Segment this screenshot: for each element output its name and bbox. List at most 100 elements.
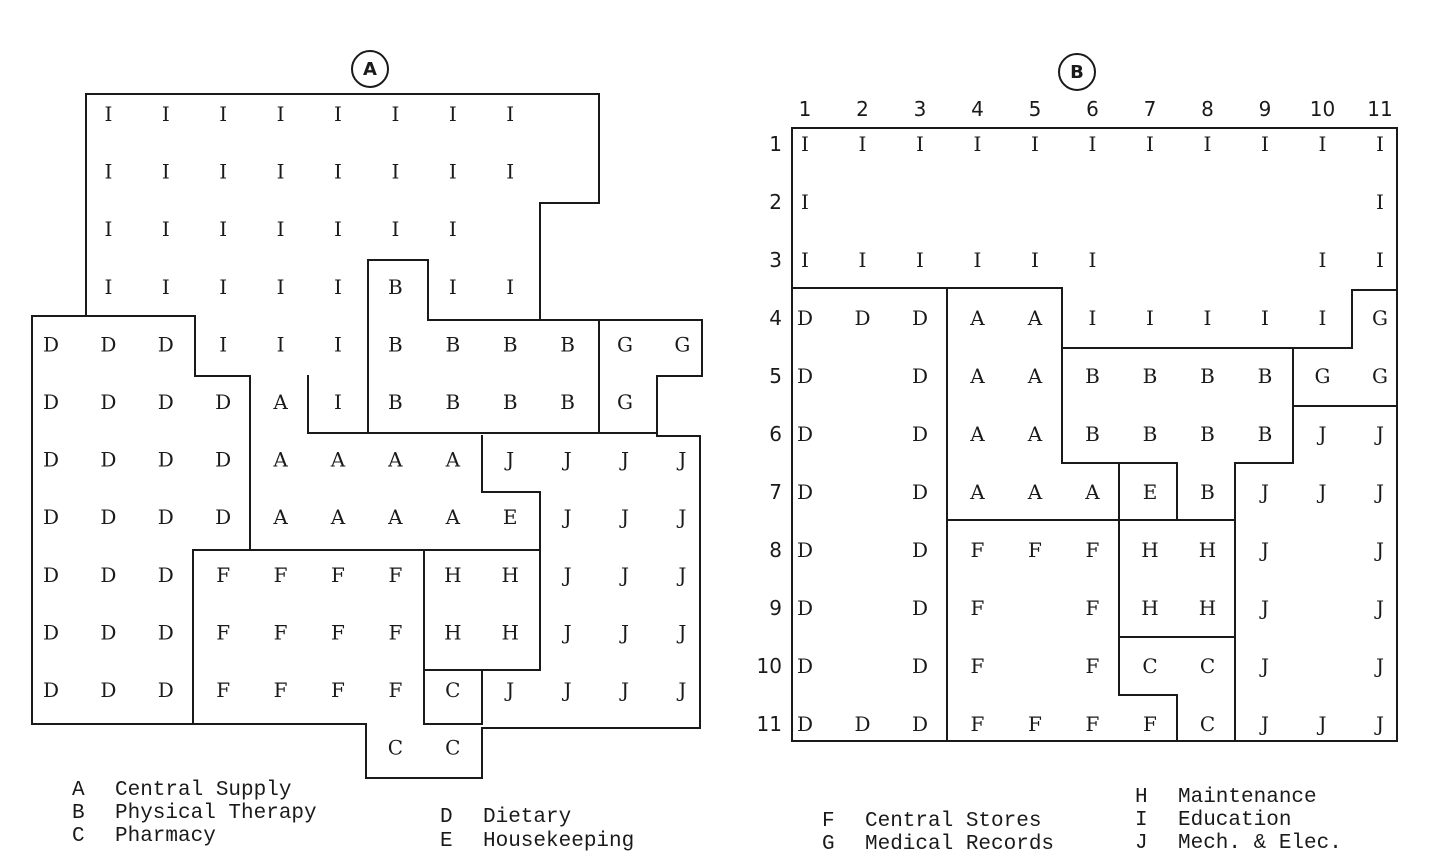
plan-b-cell: A <box>1027 364 1043 388</box>
legend-code: I <box>1135 809 1148 832</box>
plan-a-cell: F <box>216 620 230 644</box>
plan-a-cell: I <box>334 275 342 299</box>
plan-b-column-number: 7 <box>1144 97 1157 121</box>
plan-b-cell: J <box>1259 538 1269 562</box>
legend-code: E <box>440 830 453 853</box>
plan-a-cell: D <box>158 563 174 587</box>
plan-a-cell: I <box>334 160 342 184</box>
legend-code: C <box>72 825 85 848</box>
plan-b-cell: A <box>1027 306 1043 330</box>
plan-b-cell: B <box>1143 364 1158 388</box>
plan-a-cell: B <box>560 390 575 414</box>
plan-a-wall-maintenance <box>423 435 541 671</box>
plan-a-cell: I <box>506 275 514 299</box>
plan-b-cell: D <box>797 596 813 620</box>
plan-b-cell: J <box>1259 654 1269 678</box>
plan-a-cell: D <box>215 390 231 414</box>
legend-name: Mech. & Elec. <box>1178 832 1342 855</box>
plan-a-cell: D <box>43 678 59 702</box>
plan-b-cell: I <box>801 248 809 272</box>
plan-a-cell: I <box>219 160 227 184</box>
plan-b-cell: I <box>1376 132 1384 156</box>
plan-b-column-number: 2 <box>856 97 869 121</box>
plan-b-cell: D <box>912 364 928 388</box>
plan-b-cell: H <box>1141 596 1158 620</box>
legend-code: J <box>1135 832 1148 855</box>
plan-a-cell: I <box>506 160 514 184</box>
plan-b-cell: I <box>1261 132 1269 156</box>
plan-b-cell: D <box>854 306 870 330</box>
plan-a-cell: D <box>100 332 116 356</box>
plan-b-cell: B <box>1200 364 1215 388</box>
plan-b-cell: B <box>1200 480 1215 504</box>
plan-b-cell: A <box>969 364 985 388</box>
plan-b-cell: C <box>1200 654 1215 678</box>
plan-b-row-number: 11 <box>757 712 782 736</box>
plan-b-column-number: 8 <box>1201 97 1214 121</box>
plan-b-cell: D <box>797 306 813 330</box>
legend-name: Education <box>1178 809 1291 832</box>
legend-name: Pharmacy <box>115 825 216 848</box>
plan-b-cell: I <box>974 248 982 272</box>
plan-a-cell: I <box>277 332 285 356</box>
plan-a-cell: J <box>619 505 629 529</box>
plan-a-cell: B <box>445 390 460 414</box>
plan-a-cell: I <box>506 102 514 126</box>
plan-a-cell: J <box>619 620 629 644</box>
plan-a-cell: G <box>617 390 633 414</box>
plan-a-outline <box>31 93 703 779</box>
plan-a-cell: B <box>503 332 518 356</box>
plan-a-cell: D <box>215 505 231 529</box>
plan-a-cell: D <box>100 678 116 702</box>
plan-a-label-circle <box>351 50 389 88</box>
plan-b-cell: J <box>1259 712 1269 736</box>
plan-b-cell: J <box>1316 712 1326 736</box>
plan-b-cell: C <box>1142 654 1157 678</box>
plan-a-cell: F <box>274 563 288 587</box>
plan-a-cell: B <box>445 332 460 356</box>
plan-a-cell: J <box>676 505 686 529</box>
plan-a-cell: D <box>100 448 116 472</box>
plan-b-cell: D <box>912 480 928 504</box>
plan-b-cell: I <box>1319 306 1327 330</box>
plan-a-cell: I <box>162 217 170 241</box>
plan-b-row-number: 9 <box>769 596 782 620</box>
plan-b-cell: F <box>971 712 985 736</box>
plan-a-cell: J <box>619 448 629 472</box>
plan-b-cell: A <box>1027 422 1043 446</box>
legend-name: Housekeeping <box>483 830 634 853</box>
plan-a-cell: A <box>272 448 288 472</box>
plan-b-cell: I <box>859 248 867 272</box>
plan-b-cell: H <box>1199 596 1216 620</box>
plan-b-walls <box>791 127 1398 742</box>
plan-b-column-number: 9 <box>1259 97 1272 121</box>
plan-b-cell: D <box>912 596 928 620</box>
plan-b-cell: D <box>912 422 928 446</box>
plan-a-wall-stores <box>192 549 541 725</box>
plan-b-row-number: 3 <box>769 248 782 272</box>
plan-b-cell: D <box>797 364 813 388</box>
plan-b-column-number: 11 <box>1367 97 1392 121</box>
plan-b-cell: I <box>974 132 982 156</box>
plan-b-label-circle <box>1058 53 1096 91</box>
plan-a-cell: F <box>216 678 230 702</box>
plan-a-cell: I <box>391 160 399 184</box>
plan-b-row-number: 7 <box>769 480 782 504</box>
plan-b-row-number: 5 <box>769 364 782 388</box>
plan-a-cell: J <box>676 448 686 472</box>
plan-b-cell: I <box>1089 132 1097 156</box>
plan-b-cell: D <box>797 654 813 678</box>
plan-a-cell: A <box>330 505 346 529</box>
plan-b-cell: I <box>1204 306 1212 330</box>
plan-a-cell: I <box>162 102 170 126</box>
plan-a-cell: D <box>158 390 174 414</box>
plan-a-cell: J <box>562 563 572 587</box>
plan-a-cell: I <box>391 102 399 126</box>
plan-a-cell: I <box>391 217 399 241</box>
plan-a-wall-pt <box>367 259 541 434</box>
